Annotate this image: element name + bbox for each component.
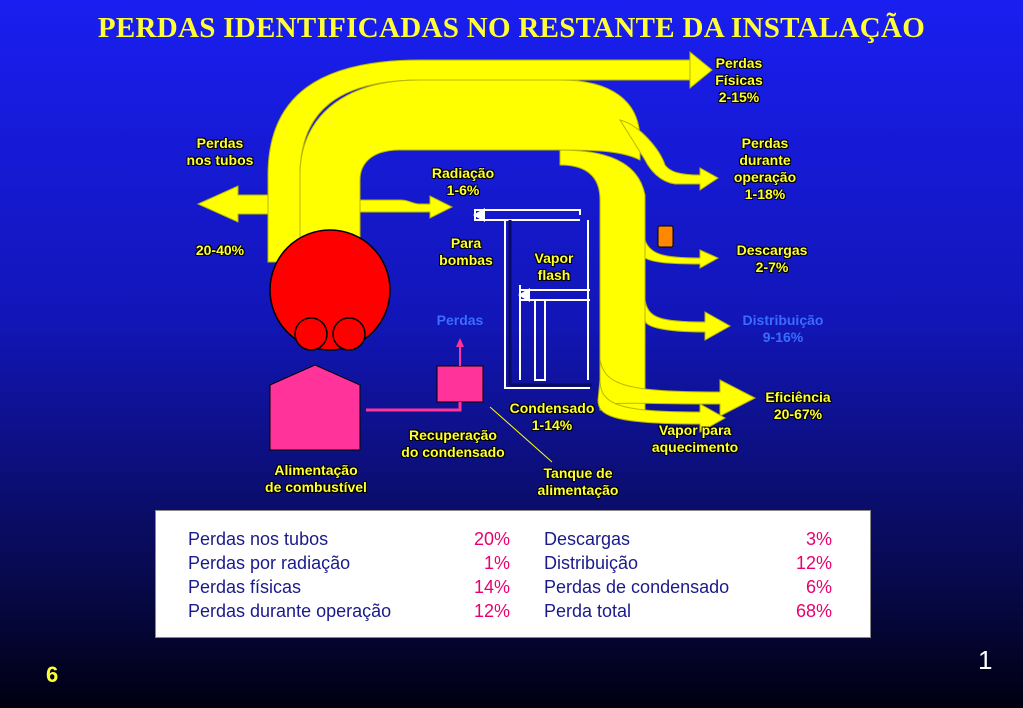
table-name: Perdas físicas bbox=[188, 577, 302, 597]
table-value: 20% bbox=[473, 529, 510, 549]
table-left-values: 20% 1% 14% 12% bbox=[446, 527, 510, 623]
fisicas-arrow bbox=[689, 50, 713, 90]
label-tanque: Tanque de alimentação bbox=[537, 465, 619, 498]
table-name: Perdas durante operação bbox=[188, 601, 392, 621]
label-perdas: Perdas bbox=[436, 312, 484, 328]
table-value: 12% bbox=[473, 601, 510, 621]
valve-icon bbox=[657, 225, 674, 248]
pipe-left-vertical bbox=[504, 220, 590, 389]
distribuicao-flow bbox=[644, 299, 732, 341]
label-distribuicao: Distribuição 9-16% bbox=[742, 312, 824, 345]
vapor-aquecimento-flow bbox=[597, 379, 727, 433]
radiacao-flow bbox=[359, 195, 454, 219]
table-left-names: Perdas nos tubos Perdas por radiação Per… bbox=[188, 527, 448, 623]
table-name: Perda total bbox=[544, 601, 632, 621]
condensate-tank bbox=[436, 365, 484, 403]
label-condensado: Condensado 1-14% bbox=[509, 400, 595, 433]
perdas-tubos-flow bbox=[196, 185, 269, 223]
table-value: 1% bbox=[483, 553, 510, 573]
table-value: 12% bbox=[795, 553, 832, 573]
table-name: Perdas nos tubos bbox=[188, 529, 329, 549]
table-value: 68% bbox=[795, 601, 832, 621]
table-name: Descargas bbox=[544, 529, 631, 549]
slide-number: 1 bbox=[978, 645, 993, 675]
yellow-flow bbox=[196, 50, 757, 433]
tanque-pointer bbox=[489, 406, 553, 463]
descargas-flow bbox=[644, 239, 720, 269]
table-value: 6% bbox=[805, 577, 832, 597]
table-right-names: Descargas Distribuição Perdas de condens… bbox=[544, 527, 784, 623]
pipe-para-bombas bbox=[474, 209, 581, 221]
fuel-feed-house bbox=[269, 364, 361, 451]
table-name: Perdas por radiação bbox=[188, 553, 351, 573]
arrowhead-para-bombas bbox=[473, 208, 485, 222]
label-vapor-aquecimento: Vapor para aquecimento bbox=[651, 422, 739, 455]
page-number: 6 bbox=[46, 662, 59, 687]
label-descargas: Descargas 2-7% bbox=[736, 242, 808, 275]
label-perdas-tubos-pct: 20-40% bbox=[195, 242, 245, 258]
perdas-operacao-flow bbox=[618, 119, 719, 191]
table-name: Distribuição bbox=[544, 553, 639, 573]
label-perdas-fisicas: Perdas Físicas 2-15% bbox=[715, 55, 763, 105]
label-para-bombas: Para bombas bbox=[439, 235, 493, 268]
page-title: PERDAS IDENTIFICADAS NO RESTANTE DA INST… bbox=[97, 12, 926, 44]
boiler-tube-left bbox=[294, 317, 328, 351]
navy-pipes bbox=[508, 220, 592, 387]
table-value: 14% bbox=[473, 577, 510, 597]
label-eficiencia: Eficiência 20-67% bbox=[765, 389, 831, 422]
boiler-drum bbox=[269, 229, 391, 351]
recuperacao-pipe bbox=[366, 402, 462, 412]
boiler-tube-right bbox=[332, 317, 366, 351]
summary-table: Perdas nos tubos Perdas por radiação Per… bbox=[155, 510, 871, 638]
table-right-values: 3% 12% 6% 68% bbox=[770, 527, 832, 623]
label-radiacao: Radiação 1-6% bbox=[431, 165, 495, 198]
label-alimentacao-combustivel: Alimentação de combustível bbox=[265, 462, 367, 495]
perdas-vent-arrow bbox=[456, 338, 464, 347]
table-name: Perdas de condensado bbox=[544, 577, 730, 597]
label-vapor-flash: Vapor flash bbox=[534, 250, 574, 283]
arrowhead-vapor-flash bbox=[518, 288, 530, 302]
label-perdas-tubos: Perdas nos tubos bbox=[186, 135, 254, 168]
pipe-arrowheads bbox=[473, 208, 530, 302]
pipe-inner-vertical bbox=[534, 300, 546, 381]
label-recuperacao: Recuperação do condensado bbox=[401, 427, 505, 460]
label-perdas-operacao: Perdas durante operação 1-18% bbox=[733, 135, 797, 202]
table-value: 3% bbox=[805, 529, 832, 549]
